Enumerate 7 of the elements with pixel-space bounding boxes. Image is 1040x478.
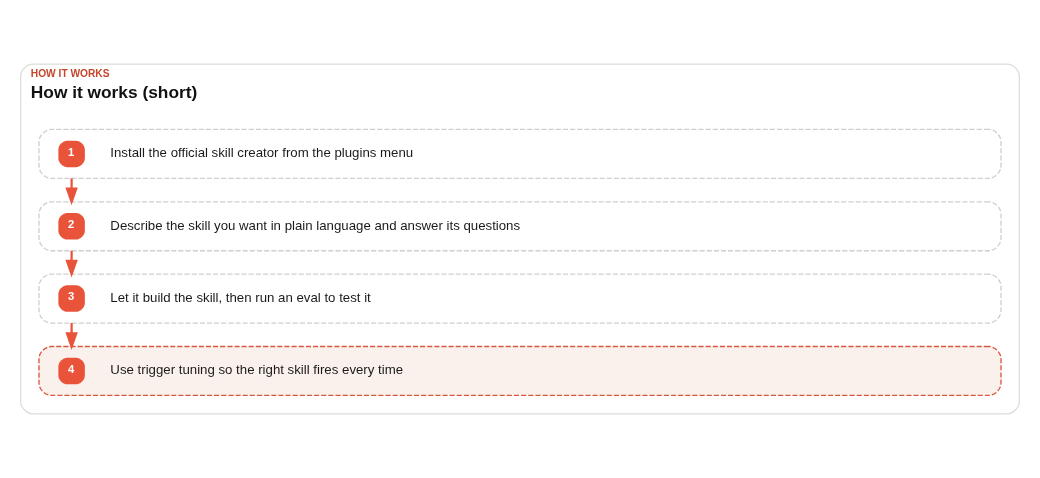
node-box: 3 Let it build the skill, then run an eval to test it (38, 273, 1002, 324)
arrow (65, 323, 78, 350)
node-box: 4 Use trigger tuning so the right skill fires every time (38, 345, 1002, 397)
node-box: 2 Describe the skill you want in plain language and answer its questions (38, 201, 1002, 252)
node-box: 1 Install the official skill creator from the plugins menu (38, 128, 1002, 180)
arrow (65, 250, 78, 278)
arrow (65, 178, 78, 206)
